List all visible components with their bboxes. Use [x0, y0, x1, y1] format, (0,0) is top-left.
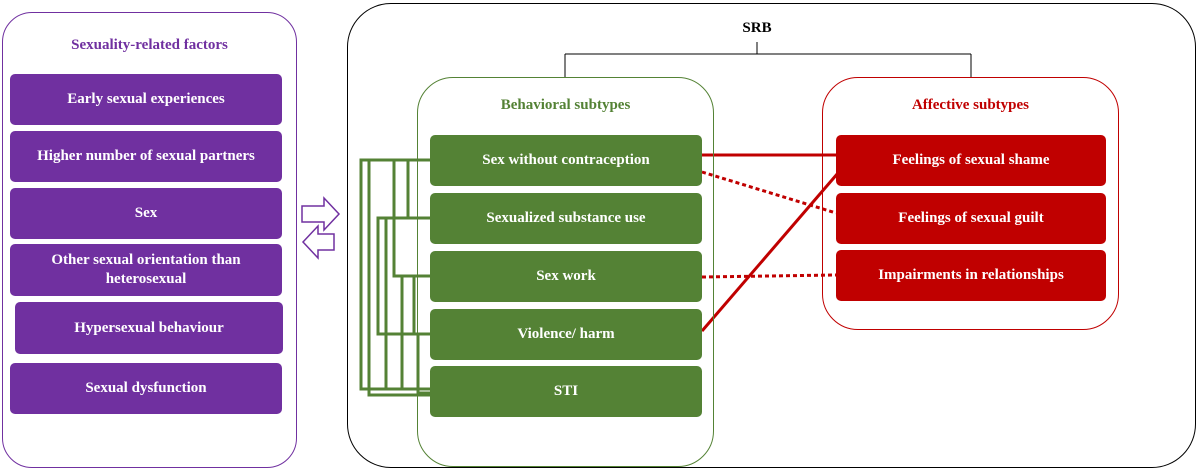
srb-label: SRB [742, 20, 772, 36]
behavior-violence-harm: Violence/ harm [430, 309, 702, 360]
factor-early-sexual-experiences: Early sexual experiences [10, 74, 282, 125]
srb-bracket [564, 42, 972, 77]
factor-sexual-dysfunction: Sexual dysfunction [10, 363, 282, 414]
affect-relationship-impairments: Impairments in relationships [836, 250, 1106, 301]
behavior-sexualized-substance-use: Sexualized substance use [430, 193, 702, 244]
factor-sex: Sex [10, 188, 282, 239]
factor-sexual-orientation: Other sexual orientation than heterosexu… [10, 244, 282, 296]
behavior-sti: STI [430, 366, 702, 417]
behavior-sex-work: Sex work [430, 251, 702, 302]
solid-link-violence-shame [700, 172, 840, 332]
behavioral-subtypes-panel [417, 77, 714, 467]
dotted-link-contraception-guilt [701, 170, 837, 215]
behavioral-subtypes-title: Behavioral subtypes [500, 97, 631, 113]
affective-subtypes-panel [822, 77, 1119, 330]
behavioral-interconnections [359, 158, 430, 397]
behavior-sex-without-contraception: Sex without contraception [430, 135, 702, 186]
left-arrow-icon [301, 224, 335, 260]
sexuality-factors-title: Sexuality-related factors [71, 37, 228, 53]
factor-number-of-partners: Higher number of sexual partners [10, 131, 282, 182]
affective-subtypes-title: Affective subtypes [911, 97, 1030, 113]
dotted-link-sexwork-relationships [701, 273, 837, 279]
affect-sexual-guilt: Feelings of sexual guilt [836, 193, 1106, 244]
affective-links [700, 153, 840, 332]
factor-hypersexual-behaviour: Hypersexual behaviour [15, 302, 283, 354]
right-arrow-icon [301, 196, 341, 232]
affect-sexual-shame: Feelings of sexual shame [836, 135, 1106, 186]
